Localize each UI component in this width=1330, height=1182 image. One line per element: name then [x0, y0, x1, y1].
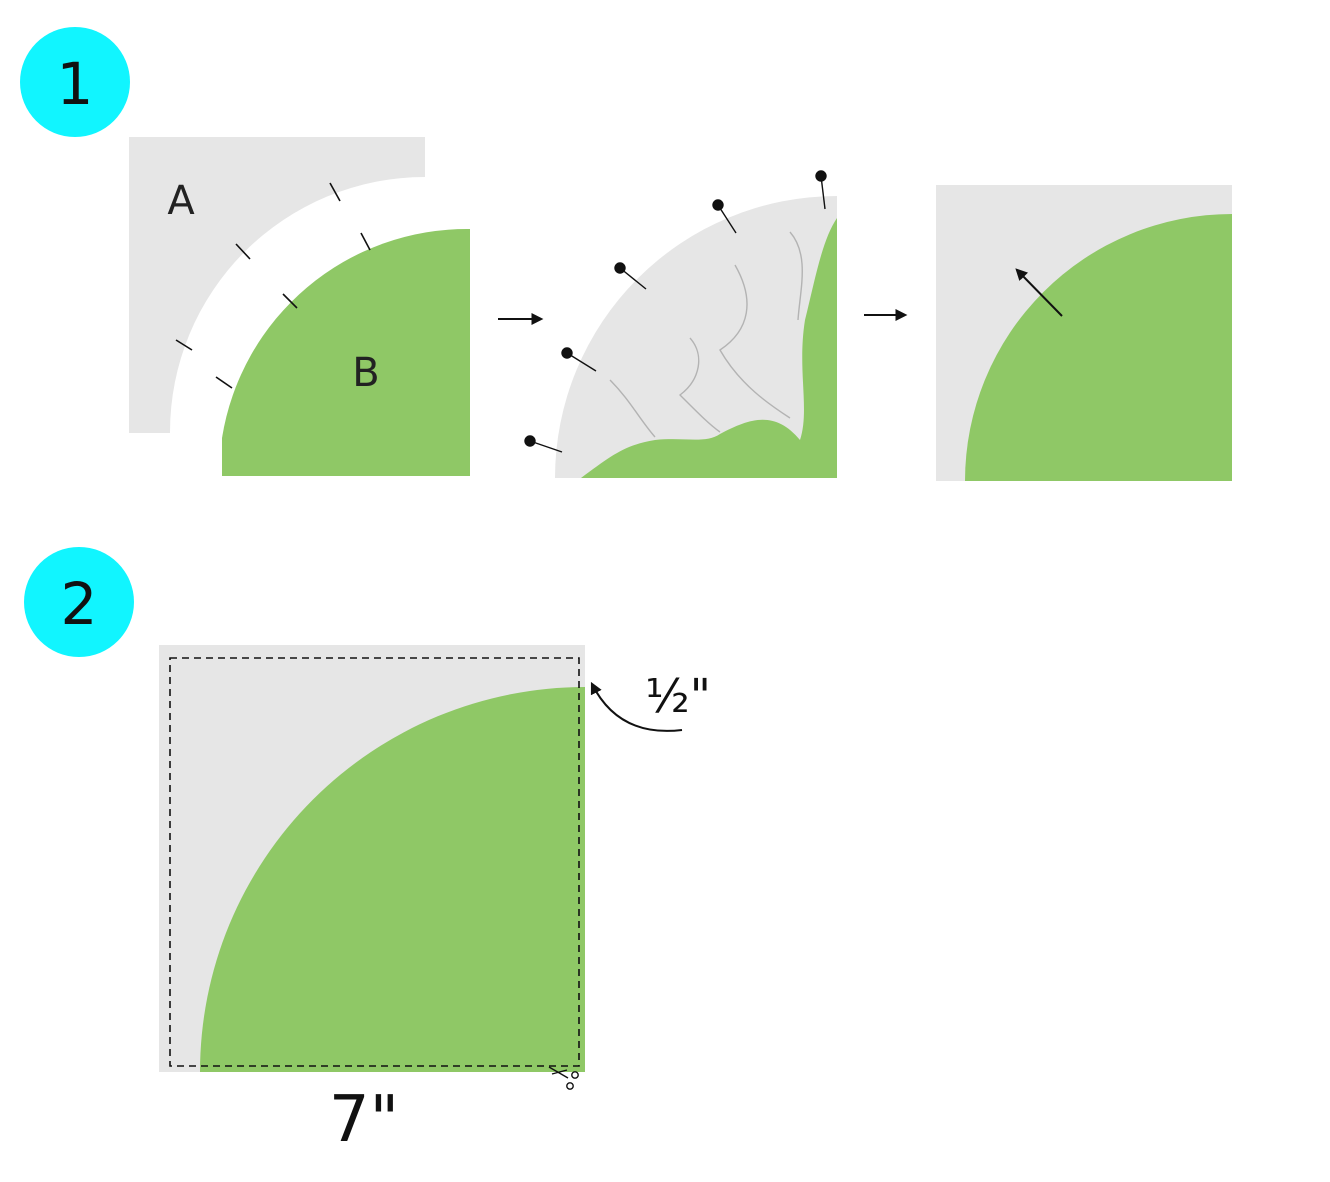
- step-2-circle: [24, 547, 134, 657]
- pin-icon: [561, 347, 597, 372]
- piece-b-pinned: [581, 218, 837, 478]
- block-size-label: 7": [329, 1083, 399, 1157]
- piece-a-pinned: [555, 196, 837, 478]
- panel-trim-block: ½" 7": [159, 645, 711, 1157]
- fabric-folds: [609, 231, 803, 438]
- trim-block-curve: [200, 687, 585, 1072]
- pin-icon: [614, 262, 647, 290]
- step-1-circle: [20, 27, 130, 137]
- step-2-number: 2: [61, 570, 98, 638]
- step-1-badge: 1: [20, 27, 130, 137]
- pin-icon: [815, 170, 827, 210]
- piece-a-label: A: [167, 178, 195, 224]
- alignment-marks: [175, 182, 371, 389]
- panel-pieces-pinned: [524, 170, 837, 478]
- piece-a: [129, 137, 425, 433]
- step-2-badge: 2: [24, 547, 134, 657]
- press-arrow-icon: [1015, 268, 1063, 317]
- pins: [524, 170, 827, 453]
- step-1-number: 1: [57, 50, 94, 118]
- piece-b: [222, 228, 470, 476]
- scissors-icon: [548, 1066, 579, 1090]
- panel-pieces-separated: A B: [129, 137, 470, 476]
- pin-icon: [712, 199, 737, 234]
- piece-b-label: B: [352, 350, 379, 396]
- panel-sewn-block: [936, 185, 1232, 481]
- pin-icon: [524, 435, 563, 453]
- block-curve: [965, 214, 1232, 481]
- seam-callout-arrow-icon: [590, 681, 683, 732]
- seam-allowance-label: ½": [645, 669, 711, 723]
- trim-line: [169, 657, 580, 1067]
